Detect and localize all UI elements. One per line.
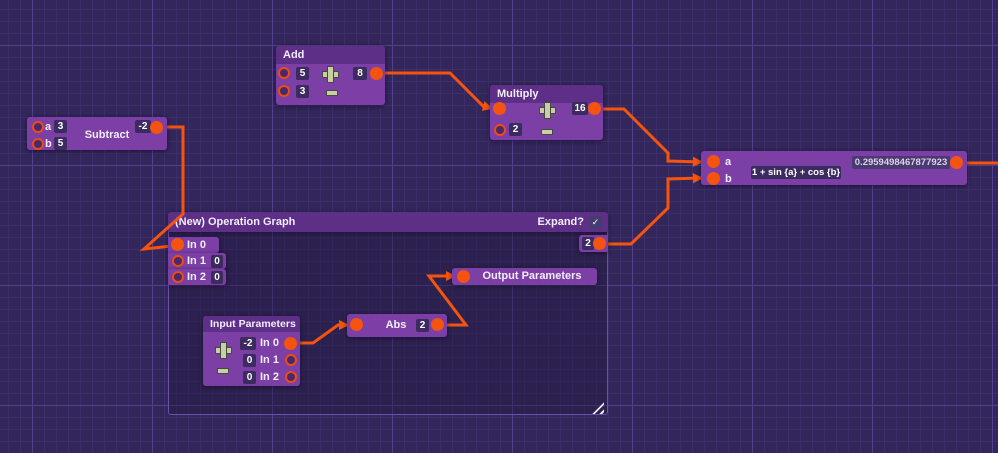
inparams-in2-value-field[interactable]: 0 (243, 371, 256, 384)
input-parameters-title: Input Parameters (210, 318, 296, 330)
opgraph-in2-value-field[interactable]: 0 (211, 271, 223, 284)
inparams-in1-port[interactable] (285, 354, 297, 366)
input-parameters-node[interactable]: Input Parameters -2 In 0 0 In 1 0 In 2 (203, 316, 300, 386)
opgraph-output-port[interactable] (593, 237, 606, 250)
add-input-minus-icon[interactable] (326, 90, 338, 96)
expression-output-port[interactable] (950, 156, 963, 169)
add-output-value: 8 (353, 67, 367, 80)
subtract-b-port[interactable] (32, 138, 44, 150)
inparams-in0-port[interactable] (284, 337, 297, 350)
multiply-input1-port[interactable] (493, 102, 506, 115)
multiply-node[interactable]: Multiply 16 2 (490, 85, 603, 140)
opgraph-in2-chip[interactable]: In 2 0 (168, 269, 226, 285)
add-input-plus-icon[interactable] (322, 66, 339, 83)
output-parameters-title: Output Parameters (482, 270, 582, 282)
opgraph-output-chip[interactable]: 2 (579, 235, 608, 252)
expression-a-port[interactable] (707, 155, 720, 168)
opgraph-in0-chip[interactable]: In 0 (168, 237, 219, 253)
opgraph-in1-label: In 1 (187, 255, 206, 267)
abs-node[interactable]: Abs 2 (347, 314, 447, 337)
input-parameters-header[interactable]: Input Parameters (203, 316, 300, 332)
wire-opgraph-to-expr-b (600, 173, 704, 246)
inparams-in2-label: In 2 (260, 371, 279, 383)
multiply-input-plus-icon[interactable] (539, 102, 556, 119)
operation-graph-header[interactable]: (New) Operation Graph Expand? ✓ (168, 212, 608, 232)
multiply-output-value: 16 (572, 102, 588, 115)
multiply-input2-port[interactable] (494, 124, 506, 136)
multiply-output-port[interactable] (588, 102, 601, 115)
add-input1-value-field[interactable]: 5 (296, 67, 309, 80)
opgraph-output-value: 2 (582, 237, 594, 250)
output-parameters-node[interactable]: Output Parameters (452, 268, 597, 285)
multiply-node-title: Multiply (497, 88, 539, 100)
opgraph-in1-value-field[interactable]: 0 (211, 255, 223, 268)
wire-add-to-multiply (377, 71, 493, 111)
input-parameters-plus-icon[interactable] (215, 342, 232, 359)
multiply-input2-value-field[interactable]: 2 (509, 123, 522, 136)
expression-b-label: b (725, 173, 732, 185)
abs-output-value: 2 (416, 319, 429, 332)
add-input1-port[interactable] (278, 67, 290, 79)
expression-a-label: a (725, 156, 732, 168)
subtract-a-value-field[interactable]: 3 (54, 120, 67, 133)
subtract-output-value: -2 (135, 120, 151, 133)
abs-node-title: Abs (385, 319, 407, 331)
opgraph-in0-port[interactable] (171, 238, 184, 251)
opgraph-in1-port[interactable] (172, 255, 184, 267)
subtract-node-title: Subtract (84, 129, 130, 141)
operation-graph-title: (New) Operation Graph (175, 216, 296, 228)
expression-result-value: 0.2959498467877923 (852, 156, 950, 169)
subtract-a-port[interactable] (32, 121, 44, 133)
multiply-input-minus-icon[interactable] (541, 129, 553, 135)
expand-label: Expand? (537, 216, 584, 228)
add-output-port[interactable] (370, 67, 383, 80)
subtract-output-port[interactable] (150, 121, 163, 134)
subtract-b-value-field[interactable]: 5 (54, 137, 67, 150)
inparams-in1-value-field[interactable]: 0 (243, 354, 256, 367)
abs-output-port[interactable] (431, 318, 444, 331)
expression-b-port[interactable] (707, 172, 720, 185)
add-node-title: Add (283, 49, 305, 61)
abs-input-port[interactable] (350, 318, 363, 331)
opgraph-in1-chip[interactable]: In 1 0 (168, 253, 226, 269)
inparams-in1-label: In 1 (260, 354, 279, 366)
outparams-input-port[interactable] (457, 270, 470, 283)
expression-formula-field[interactable]: 1 + sin {a} + cos {b} (751, 166, 841, 179)
add-node[interactable]: Add 5 8 3 (276, 46, 385, 105)
wire-multiply-to-expr-a (595, 107, 704, 167)
inparams-in0-label: In 0 (260, 337, 279, 349)
subtract-b-label: b (45, 138, 52, 150)
checkmark-icon: ✓ (591, 217, 600, 227)
inparams-in0-value-field[interactable]: -2 (240, 337, 256, 350)
add-input2-port[interactable] (278, 85, 290, 97)
inparams-in2-port[interactable] (285, 371, 297, 383)
input-parameters-minus-icon[interactable] (217, 368, 229, 374)
opgraph-in0-label: In 0 (187, 239, 206, 251)
expression-node[interactable]: a b 1 + sin {a} + cos {b} 0.295949846787… (701, 151, 967, 185)
subtract-node[interactable]: a 3 b 5 Subtract -2 (27, 117, 167, 150)
add-input2-value-field[interactable]: 3 (296, 85, 309, 98)
expand-checkbox[interactable]: ✓ (589, 216, 602, 229)
subtract-a-label: a (45, 121, 52, 133)
multiply-node-header[interactable]: Multiply (490, 85, 603, 103)
opgraph-in2-label: In 2 (187, 271, 206, 283)
opgraph-in2-port[interactable] (172, 271, 184, 283)
add-node-header[interactable]: Add (276, 46, 385, 64)
